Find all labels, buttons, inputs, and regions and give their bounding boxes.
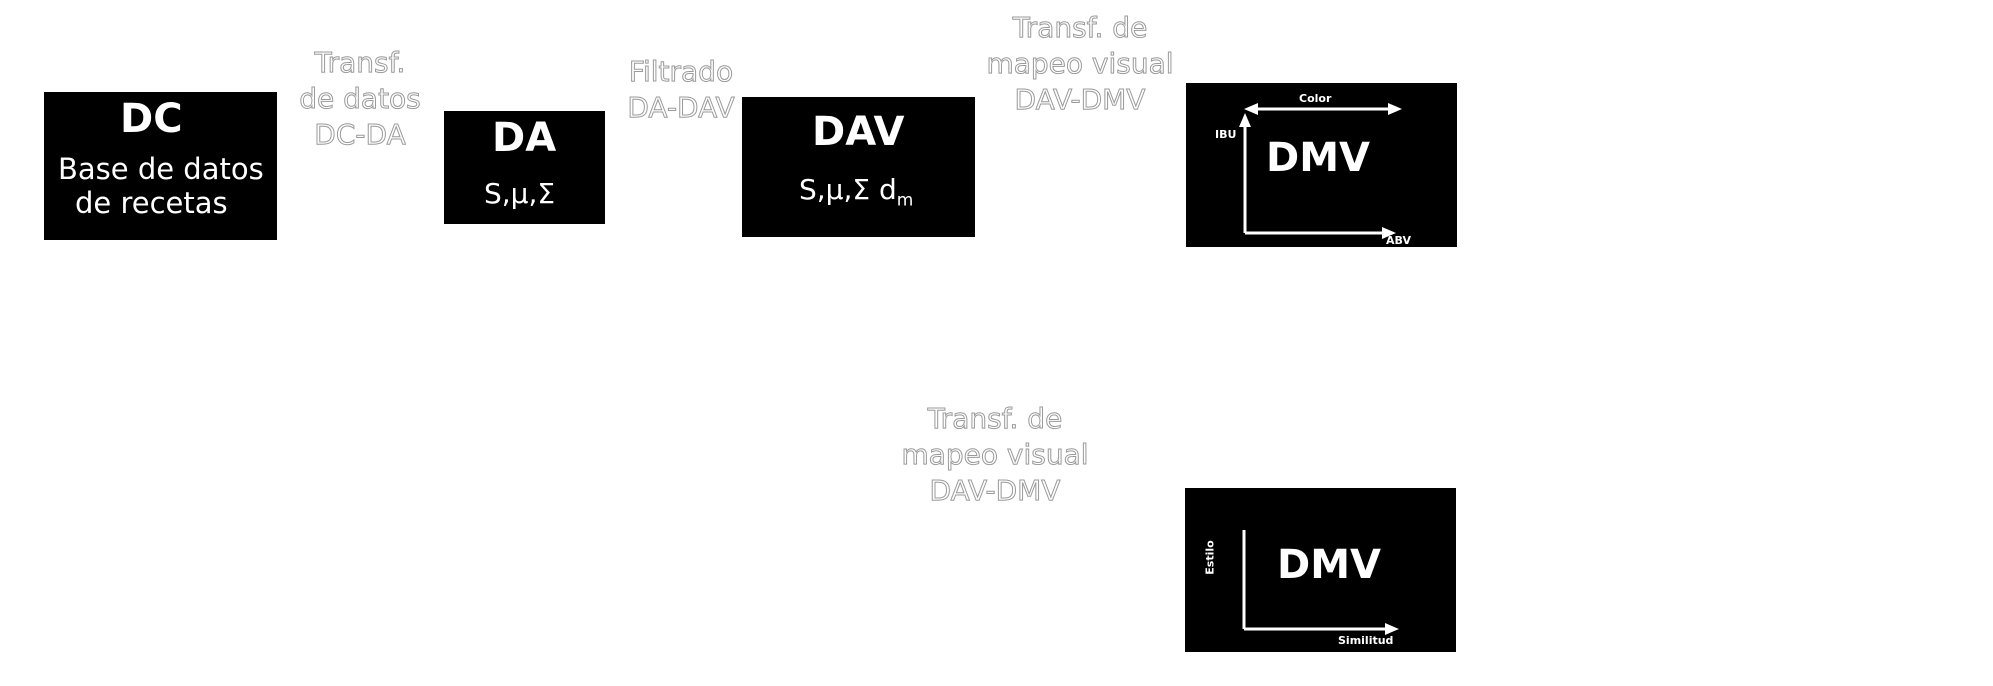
top-axis-arrowhead-left xyxy=(1244,103,1258,115)
transition-dav-dmv-top-line1: Transf. de xyxy=(1012,11,1148,45)
transition-da-dav-line2: DA-DAV xyxy=(627,91,735,125)
dmv-top-x-label: ABV xyxy=(1386,234,1411,247)
transition-dav-dmv-bottom-line2: mapeo visual xyxy=(901,438,1089,472)
transition-dc-da-line2: de datos xyxy=(299,82,422,116)
dmv-bottom-box: DMV Estilo Similitud xyxy=(1185,488,1456,652)
transition-dav-dmv-bottom: Transf. de mapeo visual DAV-DMV xyxy=(895,401,1095,509)
dmv-top-box: DMV IBU ABV Color xyxy=(1186,83,1457,247)
x-axis-arrowhead xyxy=(1385,623,1399,635)
transition-dc-da-line3: DC-DA xyxy=(314,118,406,152)
y-axis-arrowhead xyxy=(1239,113,1251,127)
da-title: DA xyxy=(492,115,557,161)
transition-dc-da-line1: Transf. xyxy=(314,46,406,80)
dc-line1: Base de datos xyxy=(58,152,264,186)
dmv-top-color-label: Color xyxy=(1299,92,1332,105)
dmv-bottom-y-label: Estilo xyxy=(1203,540,1217,575)
da-stats: S,µ,Σ xyxy=(484,177,556,210)
dmv-top-title: DMV xyxy=(1266,135,1370,181)
dmv-bottom-title: DMV xyxy=(1277,542,1381,588)
dav-title: DAV xyxy=(812,109,905,155)
transition-dav-dmv-top: Transf. de mapeo visual DAV-DMV xyxy=(980,10,1180,118)
da-box: DA S,µ,Σ xyxy=(444,111,605,224)
dav-stats-subscript: m xyxy=(896,190,914,211)
dc-box: DC Base de datos de recetas xyxy=(44,92,277,240)
x-axis-arrowhead xyxy=(1382,227,1396,239)
transition-dav-dmv-bottom-line3: DAV-DMV xyxy=(929,474,1061,508)
dmv-top-axes xyxy=(1239,103,1402,239)
transition-dav-dmv-bottom-line1: Transf. de xyxy=(927,402,1063,436)
transition-da-dav-line1: Filtrado xyxy=(628,55,734,89)
transition-dc-da: Transf. de datos DC-DA xyxy=(290,45,430,153)
dav-box: DAV S,µ,Σ dm xyxy=(742,97,975,237)
dmv-top-y-label: IBU xyxy=(1215,128,1237,141)
dmv-bottom-axes xyxy=(1242,530,1399,635)
dav-stats-text: S,µ,Σ d xyxy=(799,173,897,206)
top-axis-arrowhead-right xyxy=(1388,103,1402,115)
transition-da-dav: Filtrado DA-DAV xyxy=(616,54,746,126)
transition-dav-dmv-top-line3: DAV-DMV xyxy=(1014,83,1146,117)
dmv-bottom-x-label: Similitud xyxy=(1338,634,1394,647)
dav-stats: S,µ,Σ dm xyxy=(799,173,913,211)
dc-title: DC xyxy=(120,96,183,142)
transition-dav-dmv-top-line2: mapeo visual xyxy=(986,47,1174,81)
dc-line2: de recetas xyxy=(75,186,228,220)
